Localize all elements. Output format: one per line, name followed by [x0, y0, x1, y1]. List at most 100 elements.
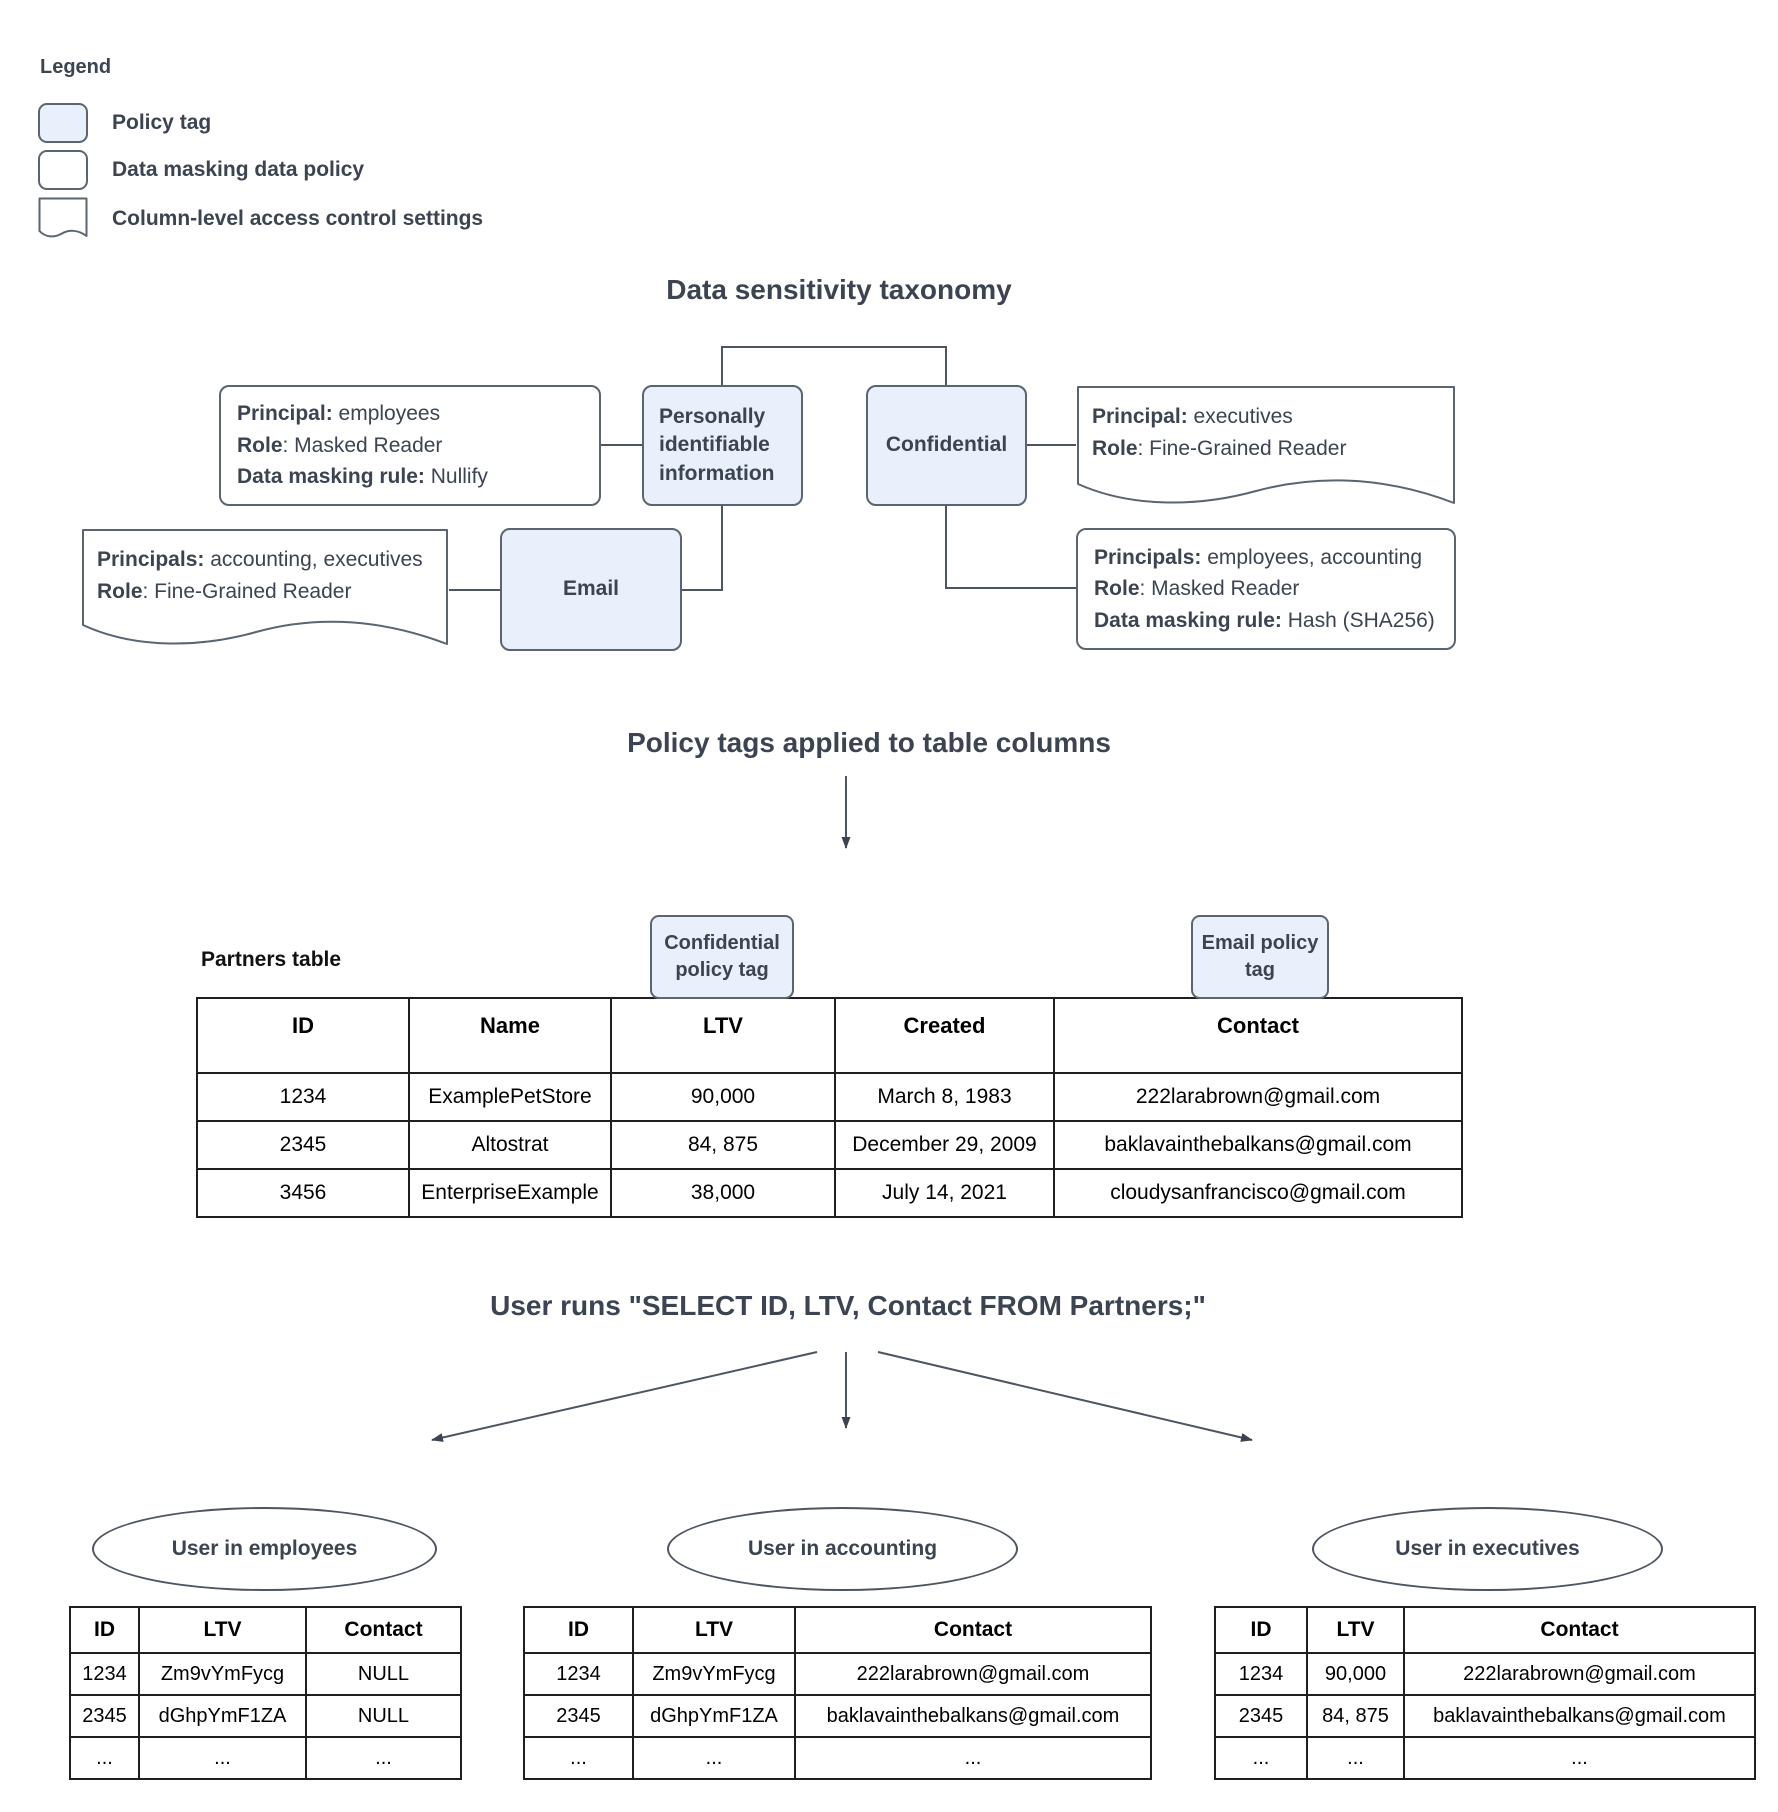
table-cell: Zm9vYmFycg	[632, 1652, 796, 1696]
query-heading: User runs "SELECT ID, LTV, Contact FROM …	[490, 1290, 1206, 1321]
policy-line: Role: Fine-Grained Reader	[97, 576, 437, 608]
document-shape	[1077, 386, 1455, 504]
table-cell: baklavainthebalkans@gmail.com	[1403, 1694, 1756, 1738]
table-cell: ...	[1306, 1736, 1405, 1780]
result-table-accounting: ID LTV Contact 1234 Zm9vYmFycg 222larabr…	[523, 1606, 1152, 1780]
table-cell: 222larabrown@gmail.com	[794, 1652, 1152, 1696]
table-cell: dGhpYmF1ZA	[138, 1694, 307, 1738]
result-table-grid: ID LTV Contact 1234 90,000 222larabrown@…	[1214, 1606, 1756, 1780]
policy-line: Principal: employees	[237, 398, 583, 430]
table-cell: 3456	[196, 1168, 410, 1218]
partners-table: ID Name LTV Created Contact 1234 Example…	[196, 997, 1463, 1218]
table-cell: 222larabrown@gmail.com	[1053, 1072, 1463, 1122]
user-group-accounting: User in accounting	[667, 1507, 1018, 1591]
data-policy-hash: Principals: employees, accounting Role: …	[1076, 528, 1456, 650]
table-cell: 2345	[69, 1694, 140, 1738]
column-header: Contact	[1053, 997, 1463, 1074]
column-header: Name	[408, 997, 612, 1074]
policy-tag-confidential: Confidential	[866, 385, 1027, 506]
table-cell: March 8, 1983	[834, 1072, 1055, 1122]
result-table-executives: ID LTV Contact 1234 90,000 222larabrown@…	[1214, 1606, 1756, 1780]
table-cell: ...	[1214, 1736, 1308, 1780]
policy-line: Role: Masked Reader	[237, 430, 583, 462]
table-cell: Altostrat	[408, 1120, 612, 1170]
policy-line-label: Principals:	[1094, 545, 1202, 569]
table-cell: 2345	[196, 1120, 410, 1170]
pii-to-email-connector	[682, 506, 723, 591]
column-header: LTV	[1306, 1606, 1405, 1654]
policy-line-label: Principals:	[97, 548, 205, 571]
table-cell: 2345	[1214, 1694, 1308, 1738]
arrow-to-employees	[431, 1351, 818, 1442]
table-cell: baklavainthebalkans@gmail.com	[1053, 1120, 1463, 1170]
access-control-text: Principals: accounting, executives Role:…	[81, 528, 449, 607]
table-row: 1234 Zm9vYmFycg NULL	[69, 1652, 462, 1696]
policy-line-value: : Masked Reader	[1139, 577, 1300, 601]
table-cell: ExamplePetStore	[408, 1072, 612, 1122]
data-policy-nullify: Principal: employees Role: Masked Reader…	[219, 385, 601, 506]
arrow-to-executives	[877, 1351, 1253, 1442]
column-header: Contact	[794, 1606, 1152, 1654]
table-cell: dGhpYmF1ZA	[632, 1694, 796, 1738]
legend-item-access-control: Column-level access control settings	[38, 197, 483, 241]
table-cell: ...	[305, 1736, 462, 1780]
access-control-text: Principal: executives Role: Fine-Grained…	[1076, 385, 1456, 464]
header-row: ID LTV Contact	[69, 1606, 462, 1654]
data-masking-swatch-icon	[38, 150, 88, 190]
result-table-grid: ID LTV Contact 1234 Zm9vYmFycg 222larabr…	[523, 1606, 1152, 1780]
table-cell: baklavainthebalkans@gmail.com	[794, 1694, 1152, 1738]
legend-item-policy-tag: Policy tag	[38, 103, 211, 143]
policy-line-label: Principal:	[1092, 405, 1188, 428]
table-row: 3456 EnterpriseExample 38,000 July 14, 2…	[196, 1168, 1463, 1218]
policy-line-label: Data masking rule:	[237, 465, 425, 489]
table-cell: Zm9vYmFycg	[138, 1652, 307, 1696]
table-cell: December 29, 2009	[834, 1120, 1055, 1170]
column-header: ID	[523, 1606, 634, 1654]
legend-title: Legend	[40, 56, 112, 78]
table-cell: NULL	[305, 1694, 462, 1738]
header-row: ID LTV Contact	[1214, 1606, 1756, 1654]
confidential-policy-tag-callout: Confidential policy tag	[650, 915, 794, 999]
table-cell: 222larabrown@gmail.com	[1403, 1652, 1756, 1696]
column-header: ID	[1214, 1606, 1308, 1654]
policy-tag-pii: Personally identifiable information	[642, 385, 803, 506]
result-table-employees: ID LTV Contact 1234 Zm9vYmFycg NULL 2345…	[69, 1606, 462, 1780]
table-row: 2345 84, 875 baklavainthebalkans@gmail.c…	[1214, 1694, 1756, 1738]
table-cell: 38,000	[610, 1168, 836, 1218]
table-row: 2345 dGhpYmF1ZA baklavainthebalkans@gmai…	[523, 1694, 1152, 1738]
user-group-employees: User in employees	[92, 1507, 437, 1591]
table-row: 2345 dGhpYmF1ZA NULL	[69, 1694, 462, 1738]
table-cell: 1234	[1214, 1652, 1308, 1696]
policy-line-value: : Masked Reader	[282, 433, 443, 457]
table-row: ... ... ...	[69, 1736, 462, 1780]
policy-line-value: employees	[332, 402, 441, 426]
table-cell: ...	[523, 1736, 634, 1780]
partners-table-grid: ID Name LTV Created Contact 1234 Example…	[196, 997, 1463, 1218]
policy-line-value: accounting, executives	[204, 548, 423, 571]
table-row: 1234 Zm9vYmFycg 222larabrown@gmail.com	[523, 1652, 1152, 1696]
table-cell: ...	[1403, 1736, 1756, 1780]
policy-line: Role: Fine-Grained Reader	[1092, 433, 1444, 465]
user-group-executives: User in executives	[1312, 1507, 1663, 1591]
table-row: 1234 90,000 222larabrown@gmail.com	[1214, 1652, 1756, 1696]
table-cell: 1234	[196, 1072, 410, 1122]
policy-tag-swatch-icon	[38, 103, 88, 143]
access-control-swatch-icon	[38, 197, 88, 241]
email-policy-tag-callout: Email policy tag	[1191, 915, 1329, 999]
table-cell: cloudysanfrancisco@gmail.com	[1053, 1168, 1463, 1218]
column-header: LTV	[610, 997, 836, 1074]
policy-line-label: Role	[237, 433, 283, 457]
policy-line-label: Role	[1092, 436, 1138, 460]
policy-line-label: Data masking rule:	[1094, 608, 1282, 632]
access-control-executives: Principal: executives Role: Fine-Grained…	[1076, 385, 1456, 510]
table-cell: 1234	[69, 1652, 140, 1696]
table-cell: 90,000	[610, 1072, 836, 1122]
legend-item-data-masking: Data masking data policy	[38, 150, 364, 190]
taxonomy-title: Data sensitivity taxonomy	[666, 274, 1012, 305]
column-header: ID	[196, 997, 410, 1074]
table-cell: ...	[138, 1736, 307, 1780]
column-header: Contact	[305, 1606, 462, 1654]
column-header: LTV	[632, 1606, 796, 1654]
policy-line-value: executives	[1187, 405, 1293, 428]
